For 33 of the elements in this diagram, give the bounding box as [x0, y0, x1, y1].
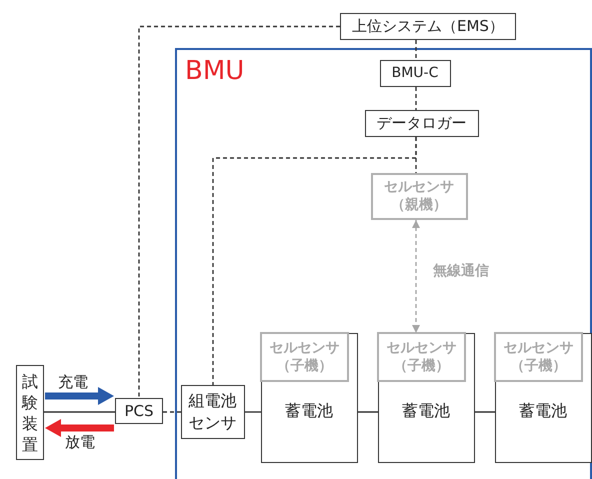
- battery-label: 蓄電池: [519, 400, 567, 422]
- connector-line: [415, 87, 417, 110]
- heading: BMU: [185, 56, 244, 86]
- sensor-box: セルセンサ（子機）: [377, 332, 466, 382]
- sensor-box: セルセンサ（子機）: [260, 332, 349, 382]
- system-box: PCS: [115, 398, 163, 424]
- edge-label: 充電: [57, 373, 89, 392]
- connector-line: [44, 411, 115, 413]
- connector-line: [163, 411, 181, 413]
- battery-label: 蓄電池: [285, 400, 333, 422]
- sensor-box: セルセンサ（子機）: [494, 332, 583, 382]
- edge-label: 放電: [64, 433, 96, 452]
- device-box: 試験装置: [16, 365, 44, 460]
- arrow: [45, 419, 114, 437]
- battery-box: [378, 332, 474, 462]
- battery-box: [260, 332, 358, 462]
- system-box: BMU-C: [380, 60, 450, 86]
- connector-line: [358, 411, 378, 413]
- bmu-frame: [175, 48, 592, 479]
- system-box: 上位システム（EMS）: [340, 13, 516, 40]
- battery-box: [494, 332, 592, 462]
- connector-line: [212, 137, 417, 385]
- arrow: [45, 387, 114, 405]
- connector-line: [415, 40, 417, 60]
- connector-line: [475, 411, 495, 413]
- edge-label: 無線通信: [432, 262, 490, 280]
- sensor-box: 組電池センサ: [180, 384, 244, 438]
- sensor-box: セルセンサ（親機）: [370, 172, 468, 220]
- connector-line: [138, 26, 340, 398]
- arrow: [412, 220, 420, 333]
- system-box: データロガー: [364, 110, 478, 136]
- battery-label: 蓄電池: [402, 400, 450, 422]
- connector-line: [245, 411, 261, 413]
